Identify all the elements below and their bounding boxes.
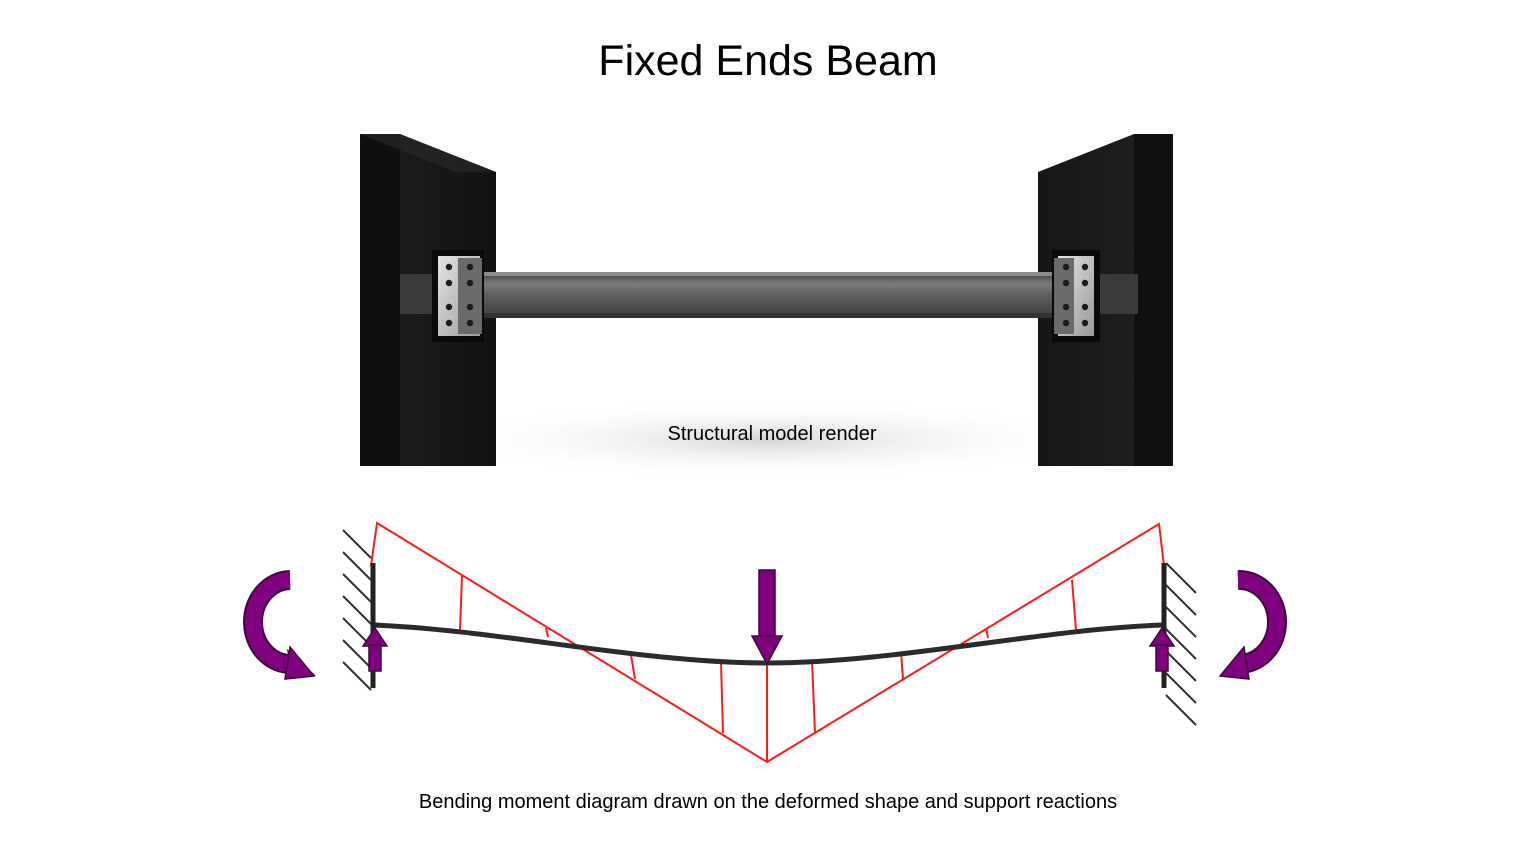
right-reaction-up-arrow-icon — [1148, 626, 1176, 672]
point-load-down-arrow-icon — [750, 569, 784, 666]
diagram-caption: Bending moment diagram drawn on the defo… — [418, 791, 1118, 813]
right-end-plate — [1052, 250, 1100, 342]
left-end-plate — [432, 250, 484, 342]
bending-moment-diagram — [243, 521, 1287, 764]
floor-shadow — [438, 400, 1098, 480]
structural-model-render — [360, 134, 1173, 480]
moment-ordinates — [459, 575, 1077, 762]
left-moment-curved-arrow-icon — [243, 570, 316, 680]
page-title: Fixed Ends Beam — [598, 37, 938, 85]
left-reaction-up-arrow-icon — [361, 626, 389, 672]
steel-i-beam — [400, 272, 1138, 318]
right-moment-curved-arrow-icon — [1218, 570, 1287, 680]
render-caption: Structural model render — [667, 423, 877, 445]
